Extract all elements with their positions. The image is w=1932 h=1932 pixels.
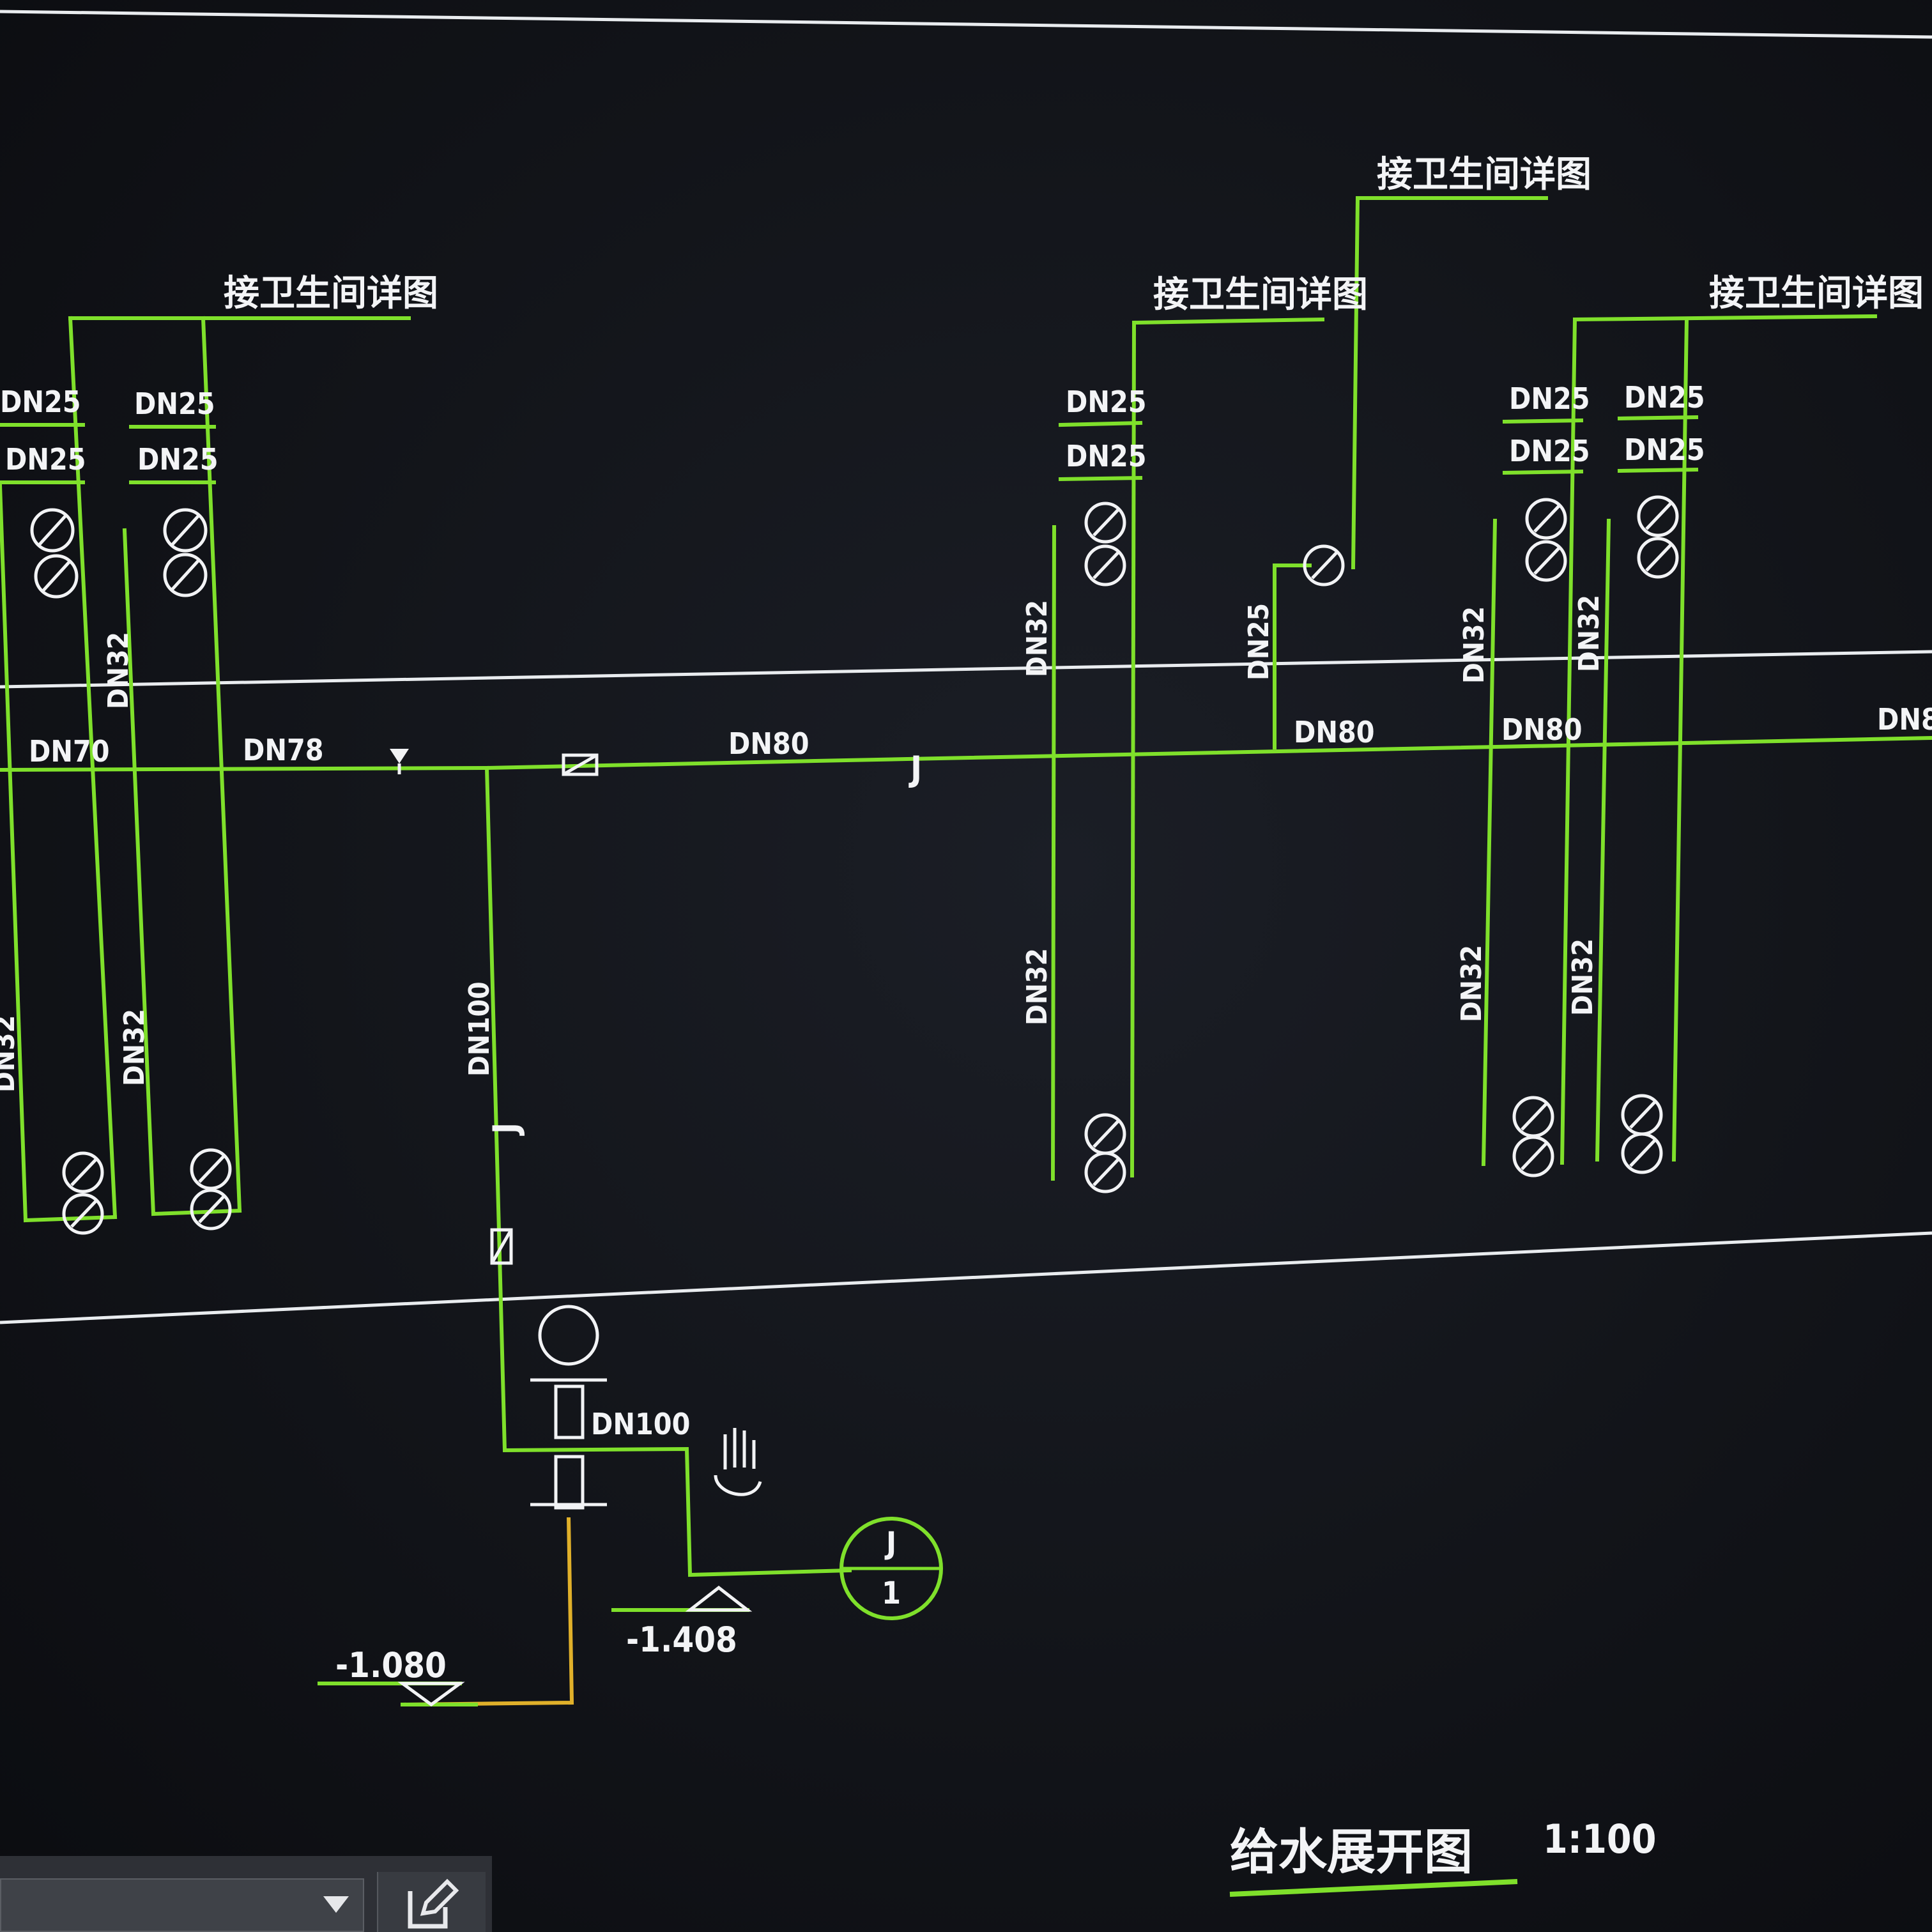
xref-label-3: 接卫生间详图: [1377, 154, 1591, 195]
index-marker-top: J: [884, 1526, 896, 1561]
pipe-size-label: DN80: [728, 726, 809, 761]
pipe-size-label-vertical: DN32: [118, 1009, 151, 1086]
pipe-size-label: DN25: [5, 442, 86, 477]
pipe-size-label-vertical: DN32: [0, 1015, 21, 1092]
pipe-size-label: DN25: [0, 385, 81, 419]
riser-group-4: [1481, 314, 1878, 1167]
inlet-riser: [318, 765, 852, 1706]
xref-label-2: 接卫生间详图: [1153, 274, 1368, 316]
pipe-size-label-vertical: DN32: [1455, 945, 1488, 1022]
pipe-size-label-vertical: DN32: [1567, 939, 1599, 1016]
floor-line-bottom: [0, 1231, 1932, 1324]
meter-mark: J: [908, 749, 922, 789]
drawing-scale: 1:100: [1543, 1816, 1657, 1862]
pipe-size-label-vertical: DN32: [1573, 595, 1606, 672]
xref-label-1: 接卫生间详图: [224, 273, 438, 314]
chevron-down-icon[interactable]: [323, 1896, 349, 1913]
floor-line-top: [0, 10, 1932, 39]
pipe-size-label: DN80: [1877, 702, 1932, 737]
pipe-size-label: DN25: [1624, 380, 1705, 415]
layer-dropdown[interactable]: [0, 1878, 364, 1932]
pipe-size-label: DN25: [1509, 434, 1590, 468]
pipe-size-label-vertical: DN25: [1243, 603, 1275, 680]
xref-label-4: 接卫生间详图: [1709, 273, 1924, 314]
pipe-size-label: DN70: [29, 734, 110, 769]
meter-mark: J: [486, 1123, 526, 1136]
pipe-size-label: DN25: [1624, 433, 1705, 467]
pipe-size-label: DN80: [1501, 712, 1583, 747]
pipe-size-label-vertical: DN32: [1021, 948, 1054, 1025]
drawing-title-underline: [1229, 1879, 1518, 1897]
elevation-right: -1.408: [626, 1620, 737, 1660]
pipe-size-label: DN25: [1066, 385, 1147, 419]
edit-icon: [408, 1878, 459, 1929]
pipe-size-label-vertical: DN100: [463, 981, 496, 1077]
fixture-symbols: [30, 495, 1679, 1707]
index-marker: J 1: [839, 1517, 943, 1620]
pipe-size-label-vertical: DN32: [1458, 606, 1491, 684]
pipe-size-label: DN100: [591, 1407, 690, 1441]
riser-group-2: [1050, 317, 1325, 1181]
riser-group-1: [0, 316, 411, 1223]
pipe-size-label-vertical: DN32: [1021, 600, 1054, 677]
pipe-size-label: DN25: [137, 442, 218, 477]
floor-line-mid: [0, 650, 1932, 689]
main-supply-pipe: [0, 735, 1932, 772]
edit-button[interactable]: [377, 1872, 486, 1932]
pipe-size-label: DN25: [134, 387, 215, 421]
pipe-size-label: DN25: [1509, 381, 1590, 416]
pipe-size-label: DN25: [1066, 439, 1147, 473]
drawing-title: 给水展开图: [1230, 1823, 1473, 1880]
pipe-size-label: DN80: [1294, 715, 1375, 749]
pipe-size-label-vertical: DN32: [102, 632, 135, 709]
riser-group-3: [1273, 195, 1548, 749]
elevation-left: -1.080: [335, 1645, 447, 1685]
index-marker-bottom: 1: [882, 1575, 901, 1611]
pipe-size-label: DN78: [243, 733, 324, 767]
